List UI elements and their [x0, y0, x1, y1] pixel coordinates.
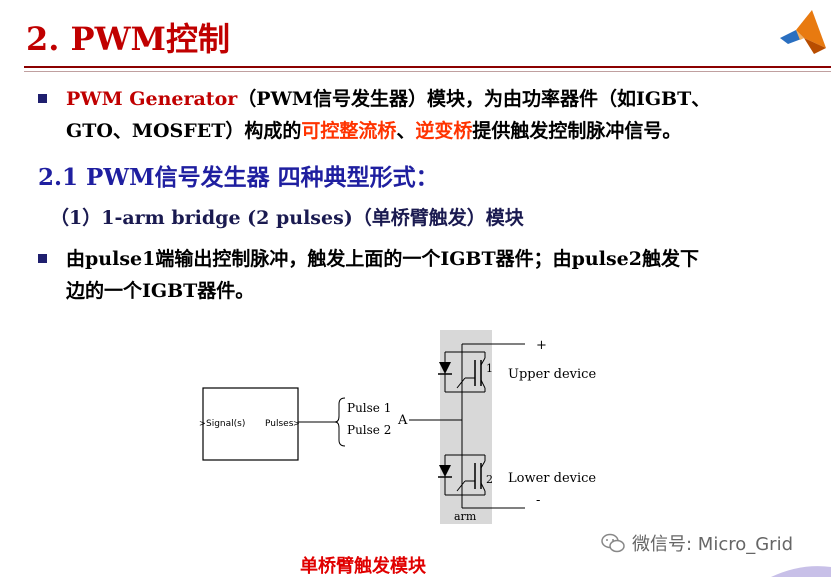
square-bullet-icon: [38, 254, 47, 263]
wechat-icon: [601, 533, 625, 553]
title-rule: [24, 66, 831, 68]
page-title: 2. PWM控制: [26, 20, 230, 58]
intro-text-2: GTO、MOSFET）构成的: [66, 120, 302, 142]
corner-decoration: [771, 566, 831, 577]
square-bullet-icon: [38, 94, 47, 103]
upper-device-label: Upper device: [508, 367, 596, 382]
watermark-text: 微信号: Micro_Grid: [632, 534, 794, 555]
section-heading: 2.1 PWM信号发生器 四种典型形式：: [38, 164, 439, 191]
block-output-label: Pulses: [265, 419, 294, 429]
intro-text-3: 提供触发控制脉冲信号。: [472, 120, 682, 142]
rectifier-term: 可控整流桥: [301, 120, 397, 142]
plus-label: +: [536, 338, 547, 353]
pwm-block: [202, 387, 299, 461]
device-2-label: 2: [486, 473, 493, 486]
input-port-icon: >: [199, 419, 206, 428]
intro-sep: 、: [396, 120, 416, 142]
arm-label: arm: [454, 510, 477, 523]
description-line-2: 边的一个IGBT器件。: [66, 280, 255, 302]
minus-label: -: [536, 493, 540, 508]
one-arm-bridge-diagram: > Signal(s) Pulses > Pulse 1 Pulse 2 A +…: [199, 330, 596, 524]
description-paragraph: 由pulse1端输出控制脉冲，触发上面的一个IGBT器件；由pulse2触发下 …: [66, 243, 816, 307]
upper-igbt-icon: [438, 351, 486, 393]
wechat-watermark: 微信号: Micro_Grid: [600, 530, 793, 556]
title-rule-thin: [24, 71, 831, 72]
intro-paragraph: PWM Generator（PWM信号发生器）模块，为由功率器件（如IGBT、 …: [66, 83, 816, 147]
intro-text-1: （PWM信号发生器）模块，为由功率器件（如IGBT、: [237, 88, 711, 110]
device-1-label: 1: [486, 362, 493, 375]
description-line-1: 由pulse1端输出控制脉冲，触发上面的一个IGBT器件；由pulse2触发下: [66, 248, 699, 270]
diagram-caption: 单桥臂触发模块: [300, 556, 426, 577]
pwm-generator-term: PWM Generator: [66, 88, 238, 110]
output-port-icon: >: [293, 419, 300, 428]
intro-line-2: GTO、MOSFET）构成的可控整流桥、逆变桥提供触发控制脉冲信号。: [66, 115, 816, 147]
block-input-label: Signal(s): [206, 419, 245, 429]
pulse-bracket: [334, 397, 346, 447]
matlab-logo-icon: [780, 10, 826, 54]
pulse1-label: Pulse 1: [347, 401, 391, 415]
node-a-label: A: [397, 413, 408, 428]
subsection-heading: （1）1-arm bridge (2 pulses)（单桥臂触发）模块: [50, 207, 524, 229]
intro-line-1: PWM Generator（PWM信号发生器）模块，为由功率器件（如IGBT、: [66, 83, 816, 115]
lower-device-label: Lower device: [508, 471, 596, 486]
inverter-term: 逆变桥: [415, 120, 473, 142]
pulse2-label: Pulse 2: [347, 423, 391, 437]
lower-igbt-icon: [438, 454, 486, 496]
